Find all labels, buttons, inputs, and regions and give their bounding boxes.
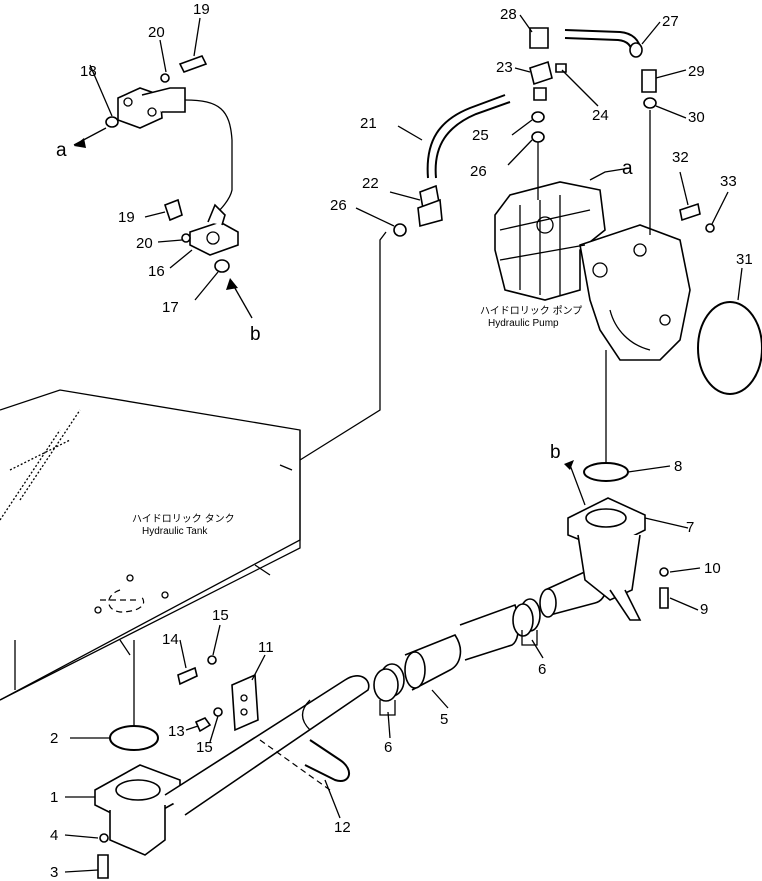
label-21: 21	[360, 115, 377, 132]
suction-pipe	[94, 350, 669, 879]
tank-caption-jp: ハイドロリック タンク	[132, 513, 235, 525]
label-b-right: b	[550, 442, 561, 463]
label-5: 5	[440, 711, 448, 728]
label-31: 31	[736, 251, 753, 268]
arrows	[74, 138, 586, 506]
label-16: 16	[148, 263, 165, 280]
label-6-left: 6	[384, 739, 392, 756]
label-2: 2	[50, 730, 58, 747]
hydraulic-pump	[494, 110, 762, 395]
label-19-top: 19	[193, 1, 210, 18]
tank-caption-en: Hydraulic Tank	[142, 526, 208, 537]
label-11: 11	[258, 639, 274, 656]
label-33: 33	[720, 173, 737, 190]
label-28: 28	[500, 6, 517, 23]
label-12: 12	[334, 819, 351, 836]
label-9: 9	[700, 601, 708, 618]
label-23: 23	[496, 59, 513, 76]
label-30: 30	[688, 109, 705, 126]
label-a-left: a	[56, 140, 67, 161]
label-29: 29	[688, 63, 705, 80]
label-10: 10	[704, 560, 721, 577]
label-18: 18	[80, 63, 97, 80]
label-a-right: a	[622, 158, 633, 179]
label-20-top: 20	[148, 24, 165, 41]
label-26-left: 26	[330, 197, 347, 214]
label-27: 27	[662, 13, 679, 30]
label-15-bottom: 15	[196, 739, 213, 756]
label-1: 1	[50, 789, 58, 806]
label-32: 32	[672, 149, 689, 166]
hose-assembly	[299, 27, 715, 461]
drain-line	[105, 55, 239, 273]
label-17: 17	[162, 299, 179, 316]
part-numbers: 19 20 18 a 19 20 16 17 b 28 27 23 29 24 …	[50, 1, 753, 881]
label-19-mid: 19	[118, 209, 135, 226]
label-26-right: 26	[470, 163, 487, 180]
leader-lines	[64, 14, 743, 873]
pump-caption-jp: ハイドロリック ポンプ	[480, 305, 582, 317]
label-4: 4	[50, 827, 58, 844]
label-b-left: b	[250, 324, 261, 345]
label-14: 14	[162, 631, 179, 648]
label-25: 25	[472, 127, 489, 144]
label-6-right: 6	[538, 661, 546, 678]
label-24: 24	[592, 107, 609, 124]
hydraulic-tank	[0, 389, 301, 701]
label-15-top: 15	[212, 607, 229, 624]
label-7: 7	[686, 519, 694, 536]
label-3: 3	[50, 864, 58, 881]
pump-caption-en: Hydraulic Pump	[488, 318, 559, 329]
label-8: 8	[674, 458, 682, 475]
label-22: 22	[362, 175, 379, 192]
label-20-mid: 20	[136, 235, 153, 252]
label-13: 13	[168, 723, 185, 740]
